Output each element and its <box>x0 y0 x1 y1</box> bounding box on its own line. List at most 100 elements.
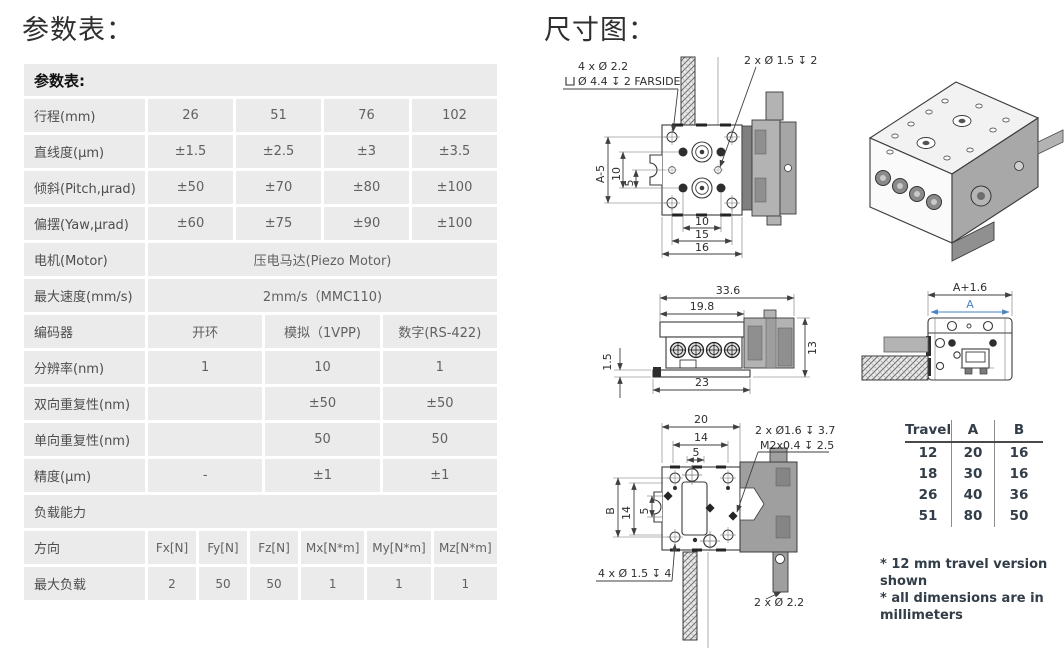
param-header-row: 参数表: <box>24 64 497 96</box>
drawing-end-view: A+1.6 A <box>861 281 1013 381</box>
param-value: 10 <box>265 351 380 384</box>
param-label: 精度(μm) <box>24 459 145 492</box>
param-value: ±2.5 <box>236 135 321 168</box>
param-label: 最大负载 <box>24 567 145 600</box>
dim-label-33-6: 33.6 <box>716 284 741 297</box>
dim-label-a: A <box>966 298 974 311</box>
travel-table-row: 12 20 16 <box>905 443 1043 464</box>
param-row-max-load: 最大负载 2 50 50 1 1 1 <box>24 567 497 600</box>
dim-label-10-horizontal: 10 <box>695 215 709 228</box>
param-label: 编码器 <box>24 315 145 348</box>
param-row-travel: 行程(mm) 26 51 76 102 <box>24 99 497 132</box>
param-label: 电机(Motor) <box>24 243 145 276</box>
param-value: 102 <box>412 99 497 132</box>
dim-label-a-minus-5: A-5 <box>594 165 607 183</box>
travel-table-row: 26 40 36 <box>905 485 1043 506</box>
param-value: 50 <box>199 567 247 600</box>
callout-cable-holes: 2 x Ø 2.2 <box>754 596 804 609</box>
param-value: ±90 <box>324 207 409 240</box>
travel-cell: 20 <box>951 443 995 464</box>
dim-label-13: 13 <box>806 341 819 355</box>
param-row-motor: 电机(Motor) 压电马达(Piezo Motor) <box>24 243 497 276</box>
param-label: 行程(mm) <box>24 99 145 132</box>
param-value: 1 <box>433 567 497 600</box>
callout-bottom-holes: 4 x Ø 1.5 ↧ 4 <box>598 567 671 580</box>
travel-cell: 16 <box>1009 466 1029 482</box>
dim-label-a-plus-1-6: A+1.6 <box>953 281 987 294</box>
callout-counterbore-line2: Ø 4.4 ↧ 2 FARSIDE <box>578 75 681 88</box>
param-value: 开环 <box>148 315 263 348</box>
param-value: 50 <box>382 423 497 456</box>
param-value: ±100 <box>412 171 497 204</box>
param-row-direction: 方向 Fx[N] Fy[N] Fz[N] Mx[N*m] My[N*m] Mz[… <box>24 531 497 564</box>
dim-label-20: 20 <box>694 413 708 426</box>
param-row-bidir-repeat: 双向重复性(nm) ±50 ±50 <box>24 387 497 420</box>
callout-drill-holes: 2 x Ø1.6 ↧ 3.7 <box>755 424 835 437</box>
dim-label-5-left: 5 <box>638 508 651 515</box>
param-value: ±1 <box>265 459 380 492</box>
footnote-version: * 12 mm travel version shown <box>880 557 1048 589</box>
param-value: My[N*m] <box>367 531 431 564</box>
param-value: Mz[N*m] <box>433 531 497 564</box>
travel-cell: 16 <box>1009 445 1029 461</box>
param-value: ±50 <box>382 387 497 420</box>
dimension-section-title: 尺寸图： <box>544 15 656 46</box>
param-value: 76 <box>324 99 409 132</box>
param-value: - <box>148 459 263 492</box>
dim-label-15-horizontal: 15 <box>695 228 709 241</box>
param-value <box>148 423 263 456</box>
dim-label-10-vertical: 10 <box>610 167 623 181</box>
param-row-yaw: 偏摆(Yaw,μrad) ±60 ±75 ±90 ±100 <box>24 207 497 240</box>
param-value: 50 <box>265 423 380 456</box>
param-value: ±3 <box>324 135 409 168</box>
travel-table-header-row: Travel A B <box>905 420 1043 443</box>
param-value: 51 <box>236 99 321 132</box>
param-value: 压电马达(Piezo Motor) <box>148 243 497 276</box>
drawing-side-view: 33.6 19.8 13 23 <box>601 284 819 398</box>
travel-col-header: A <box>951 420 995 441</box>
param-value: ±75 <box>236 207 321 240</box>
param-value: 1 <box>382 351 497 384</box>
param-label: 方向 <box>24 531 145 564</box>
travel-table-row: 18 30 16 <box>905 464 1043 485</box>
param-row-resolution: 分辨率(nm) 1 10 1 <box>24 351 497 384</box>
travel-cell: 36 <box>1009 487 1029 503</box>
param-row-unidir-repeat: 单向重复性(nm) 50 50 <box>24 423 497 456</box>
param-value: 2mm/s（MMC110) <box>148 279 497 312</box>
dim-label-16-horizontal: 16 <box>695 241 709 254</box>
param-value: ±3.5 <box>412 135 497 168</box>
param-value: Fy[N] <box>199 531 247 564</box>
travel-col-header: Travel <box>905 422 952 438</box>
param-label: 偏摆(Yaw,μrad) <box>24 207 145 240</box>
param-label: 倾斜(Pitch,μrad) <box>24 171 145 204</box>
param-value: ±1 <box>382 459 497 492</box>
travel-cell: 30 <box>951 464 995 485</box>
dim-label-14-left: 14 <box>620 506 633 520</box>
param-value: ±100 <box>412 207 497 240</box>
param-value: 2 <box>148 567 196 600</box>
param-row-accuracy: 精度(μm) - ±1 ±1 <box>24 459 497 492</box>
footnote-units: * all dimensions are in millimeters <box>880 591 1044 623</box>
dim-label-23: 23 <box>695 376 709 389</box>
dimension-drawing-svg: A-5 10 5 10 15 16 4 x Ø 2.2 Ø 4.4 ↧ 2 F <box>563 54 1064 648</box>
param-section-label: 负载能力 <box>24 495 497 528</box>
drawing-top-view: A-5 10 5 10 15 16 4 x Ø 2.2 Ø 4.4 ↧ 2 F <box>563 54 817 258</box>
param-value: Fx[N] <box>148 531 196 564</box>
travel-cell: 12 <box>918 445 938 461</box>
travel-cell: 51 <box>918 508 938 524</box>
param-row-load-section: 负载能力 <box>24 495 497 528</box>
dim-label-5-top: 5 <box>693 446 700 459</box>
counterbore-icon <box>565 77 575 86</box>
callout-tap-holes: M2x0.4 ↧ 2.5 <box>760 439 834 452</box>
param-label: 分辨率(nm) <box>24 351 145 384</box>
param-label: 直线度(μm) <box>24 135 145 168</box>
travel-cell: 26 <box>918 487 938 503</box>
param-value: ±1.5 <box>148 135 233 168</box>
param-value: 模拟（1VPP) <box>265 315 380 348</box>
param-label: 双向重复性(nm) <box>24 387 145 420</box>
param-value: Fz[N] <box>250 531 298 564</box>
dim-label-14-top: 14 <box>694 431 708 444</box>
travel-cell: 18 <box>918 466 938 482</box>
param-row-straightness: 直线度(μm) ±1.5 ±2.5 ±3 ±3.5 <box>24 135 497 168</box>
param-label: 单向重复性(nm) <box>24 423 145 456</box>
